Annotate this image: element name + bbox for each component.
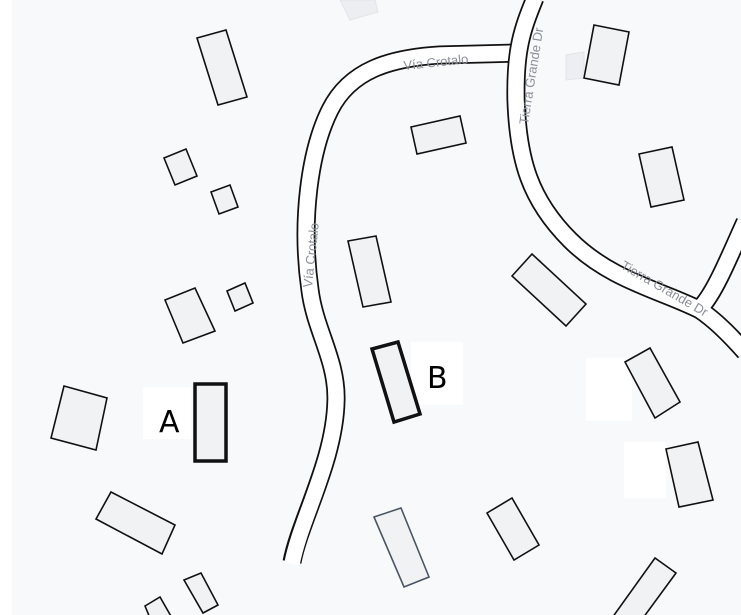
building [182,571,220,615]
label-box-blank [624,442,666,498]
building [143,595,172,615]
buildings [50,24,714,615]
marker-b-label-box [411,342,463,405]
building [225,281,255,313]
building [162,147,199,187]
building [583,24,630,86]
building-faint [565,51,585,81]
marker-a-label-box [143,387,191,439]
building [209,183,240,216]
building [195,29,249,106]
building [638,146,685,208]
building [410,115,467,155]
marker-b-label: B [427,361,448,396]
building-b-highlighted[interactable] [369,339,423,425]
building [510,252,588,328]
building-faint [339,0,379,21]
building [50,385,108,451]
building [163,286,217,345]
building [613,556,678,615]
building [372,507,431,589]
road-label-via-crotalo: Vía Crotalo [300,222,322,288]
building [94,490,177,556]
building [485,496,541,562]
building [623,346,682,420]
road-label-via-crotalo: Vía Crotalo [403,51,469,73]
road-via-crotalo [282,43,521,566]
building [665,441,714,508]
marker-a-label: A [159,405,180,440]
label-box-blank [586,358,632,421]
building [347,235,392,308]
building-a-highlighted[interactable] [193,382,228,463]
